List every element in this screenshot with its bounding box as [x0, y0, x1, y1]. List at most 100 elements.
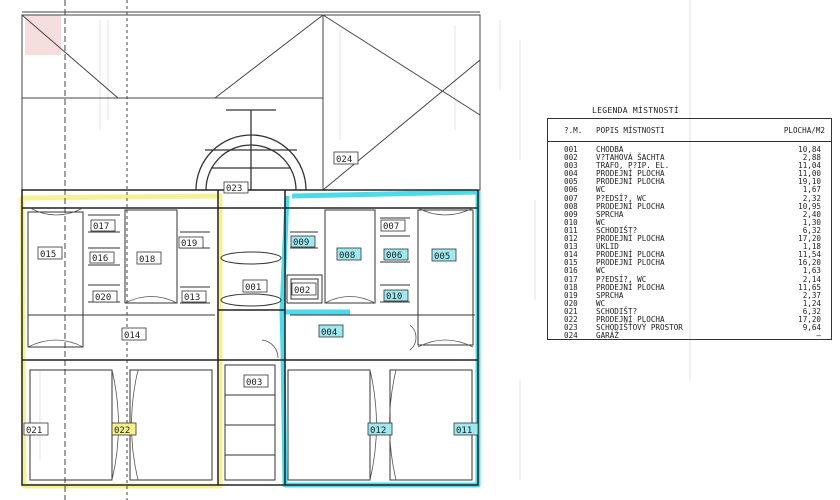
building-walls	[21, 189, 479, 486]
legend-cell-num: 004	[564, 169, 578, 179]
margin-artifacts	[519, 0, 691, 480]
svg-text:010: 010	[386, 292, 402, 302]
legend-cell-desc: SCHODIŠT?	[596, 306, 638, 316]
legend-cell-num: 001	[564, 145, 578, 154]
room-label-007: 007	[380, 219, 406, 232]
legend-cell-area: 11,65	[798, 282, 821, 292]
room-label-020: 020	[92, 290, 118, 303]
legend-cell-desc: PRODEJNÍ PLOCHA	[596, 177, 665, 187]
room-label-016: 016	[89, 251, 115, 264]
legend-cell-num: 007	[564, 193, 578, 203]
legend-cell-area: 1,63	[802, 266, 821, 276]
svg-text:024: 024	[336, 155, 352, 165]
legend-cell-num: 006	[564, 185, 578, 195]
svg-text:005: 005	[434, 252, 450, 262]
legend-cell-num: 018	[564, 282, 578, 292]
door-swings	[27, 207, 474, 481]
room-labels: 024 023 017 019 015 016 018 020 013 001 …	[23, 151, 479, 436]
legend-cell-desc: ÚKLID	[596, 242, 619, 252]
legend-cell-area: 11,00	[798, 169, 821, 179]
legend-cell-num: 013	[564, 242, 578, 252]
legend-cell-area: 17,20	[798, 314, 821, 324]
room-label-008: 008	[336, 247, 362, 261]
legend-cell-area: 10,84	[798, 145, 821, 154]
legend-row: 003 TRAFO, P?IP. EL. 11,04	[564, 162, 821, 170]
room-label-023: 023	[223, 181, 249, 194]
legend-cell-area: 6,32	[802, 306, 821, 316]
svg-text:008: 008	[339, 251, 355, 261]
svg-text:020: 020	[95, 293, 111, 303]
room-label-009: 009	[290, 235, 316, 248]
svg-text:018: 018	[139, 255, 155, 265]
legend-cell-area: 17,20	[798, 234, 821, 244]
highlight-left	[19, 193, 223, 489]
room-label-002: 002	[291, 282, 317, 296]
legend-cell-area: 1,24	[802, 298, 821, 308]
legend-cell-num: 011	[564, 225, 578, 235]
svg-text:004: 004	[321, 328, 337, 338]
room-label-021: 021	[23, 422, 49, 436]
room-label-001: 001	[242, 279, 268, 293]
legend-cell-area: 9,64	[802, 323, 821, 333]
legend-cell-desc: PRODEJNÍ PLOCHA	[596, 201, 665, 211]
legend-cell-area: 19,10	[798, 177, 821, 187]
legend-header-area: PLOCHA/M2	[783, 125, 825, 135]
legend-cell-desc: PRODEJNÍ PLOCHA	[596, 314, 665, 324]
legend-cell-area: 2,37	[802, 290, 821, 300]
legend-header: ?.M. POPIS MÍSTNOSTI PLOCHA/M2	[548, 119, 831, 142]
legend-cell-num: 010	[564, 217, 578, 227]
legend-cell-area: 1,18	[802, 242, 821, 252]
legend-cell-area: 16,20	[798, 258, 821, 268]
legend-cell-num: 017	[564, 274, 578, 284]
legend-cell-area: 2,14	[802, 274, 821, 284]
red-stamp-artifact	[25, 15, 61, 55]
legend-cell-num: 012	[564, 234, 578, 244]
legend-cell-num: 002	[564, 153, 578, 163]
legend-cell-desc: CHODBA	[596, 145, 624, 154]
legend-cell-desc: SPRCHA	[596, 290, 624, 300]
legend-cell-num: 016	[564, 266, 578, 276]
legend-cell-desc: WC	[596, 185, 606, 195]
legend-cell-num: 008	[564, 201, 578, 211]
room-label-010: 010	[383, 289, 409, 302]
legend-cell-num: 015	[564, 258, 578, 268]
legend-cell-desc: TRAFO, P?IP. EL.	[596, 161, 670, 171]
svg-text:006: 006	[386, 251, 402, 261]
room-label-012: 012	[367, 422, 393, 436]
room-label-011: 011	[453, 422, 479, 436]
room-label-013: 013	[181, 290, 207, 303]
room-label-022: 022	[111, 422, 137, 436]
svg-text:007: 007	[383, 222, 399, 232]
svg-text:021: 021	[26, 426, 42, 436]
legend-cell-desc: PRODEJNÍ PLOCHA	[596, 282, 665, 292]
legend-cell-num: 020	[564, 298, 578, 308]
legend-row: 018 PRODEJNÍ PLOCHA 11,65	[564, 282, 821, 292]
legend-cell-area: 2,88	[802, 153, 821, 163]
svg-text:017: 017	[93, 222, 109, 232]
legend-cell-area: 2,40	[802, 209, 821, 219]
legend-cell-area: 2,32	[802, 193, 821, 203]
legend-cell-num: 005	[564, 177, 578, 187]
svg-text:015: 015	[40, 250, 56, 260]
room-label-015: 015	[37, 246, 63, 260]
legend-cell-num: 003	[564, 161, 578, 171]
legend-cell-area: 6,32	[802, 225, 821, 235]
legend-cell-area: 11,04	[798, 161, 821, 171]
svg-text:019: 019	[181, 239, 197, 249]
svg-text:003: 003	[246, 378, 262, 388]
svg-text:023: 023	[226, 184, 242, 194]
legend-cell-area: 10,95	[798, 201, 821, 211]
svg-text:011: 011	[456, 426, 472, 436]
